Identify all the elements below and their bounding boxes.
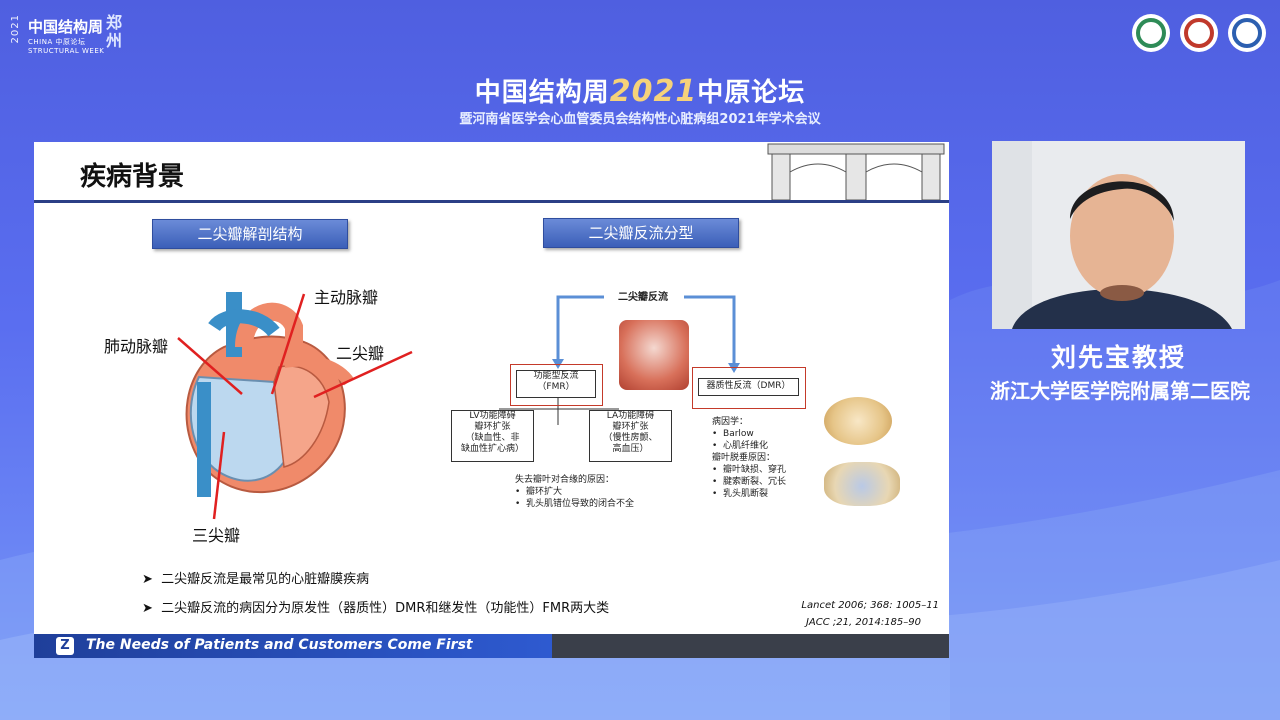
footer-slogan-bar (34, 634, 552, 658)
la-dysfunction-box: LA功能障碍 瓣环扩张 （慢性房颤、 高血压） (589, 410, 672, 462)
prolapse-item: • 乳头肌断裂 (712, 489, 769, 499)
la-box-line: （慢性房颤、 (603, 433, 658, 443)
event-title: 中国结构周2021中原论坛 (0, 72, 1280, 109)
coaptation-item: • 乳头肌错位导致的闭合不全 (515, 499, 635, 509)
bullet-text: 二尖瓣反流的病因分为原发性（器质性）DMR和继发性（功能性）FMR两大类 (161, 601, 610, 616)
speaker-portrait (992, 141, 1245, 329)
fmr-highlight-box (510, 364, 603, 406)
la-box-line: LA功能障碍 (606, 411, 655, 421)
society-logo-red (1180, 14, 1218, 52)
slide-header: 疾病背景 (34, 142, 949, 203)
mitral-valve-photo (619, 320, 689, 390)
anatomy-pointer-lines (177, 293, 413, 520)
company-logo-icon: Z (56, 637, 74, 655)
prolapse-item-text: 瓣叶缺损、穿孔 (723, 465, 787, 475)
speaker-affiliation: 浙江大学医学院附属第二医院 (990, 379, 1250, 403)
fmr-box: 功能型反流 （FMR） (516, 370, 596, 398)
event-title-right: 中原论坛 (697, 78, 806, 108)
slide-title: 疾病背景 (80, 162, 185, 192)
bullet-text: 二尖瓣反流是最常见的心脏瓣膜疾病 (161, 572, 370, 587)
etiology-title: 病因学： (712, 417, 749, 427)
etiology-item: • Barlow (712, 429, 754, 439)
brand-city: 郑州 (106, 13, 123, 50)
label-aortic-valve: 主动脉瓣 (314, 288, 379, 307)
brand-en-line2: STRUCTURAL WEEK (28, 47, 105, 55)
heart-anatomy-illustration (185, 292, 354, 497)
brand-en-line1: CHINA 中原论坛 (28, 38, 86, 46)
valve-photo-top (824, 397, 892, 445)
fmr-line2: （FMR） (537, 382, 575, 392)
label-mitral-valve: 二尖瓣 (336, 344, 385, 363)
prolapse-item: • 瓣叶缺损、穿孔 (712, 465, 787, 475)
lv-dysfunction-box: LV功能障碍 瓣环扩张 （缺血性、非 缺血性扩心病） (451, 410, 534, 462)
brand-year: 2021 (10, 14, 21, 44)
fmr-line1: 功能型反流 (533, 371, 579, 381)
lv-box-line: 瓣环扩张 (474, 422, 511, 432)
label-tricuspid-valve: 三尖瓣 (192, 526, 241, 545)
brand-cn-text: 中国结构周 (28, 18, 104, 36)
prolapse-item: • 腱索断裂、冗长 (712, 477, 787, 487)
prolapse-item-text: 乳头肌断裂 (723, 489, 769, 499)
lv-box-line: LV功能障碍 (469, 411, 516, 421)
footer-slogan: The Needs of Patients and Customers Come… (86, 637, 473, 653)
speaker-name: 刘先宝教授 (1050, 343, 1186, 372)
flow-root-label: 二尖瓣反流 (618, 292, 668, 303)
etiology-item-text: 心肌纤维化 (723, 441, 769, 451)
presentation-slide: 疾病背景 二尖瓣解剖结构 二尖瓣反流分型 主动脉瓣 肺动脉瓣 二尖瓣 三尖瓣 (34, 142, 949, 658)
label-pulmonary-valve: 肺动脉瓣 (104, 337, 169, 356)
anatomy-section-heading: 二尖瓣解剖结构 (152, 219, 348, 249)
gate-illustration (767, 143, 945, 200)
lv-box-line: 缺血性扩心病） (460, 444, 524, 454)
coaptation-item-text: 瓣环扩大 (526, 487, 563, 497)
etiology-item-text: Barlow (723, 429, 754, 439)
bullet-item: ➤ 二尖瓣反流的病因分为原发性（器质性）DMR和继发性（功能性）FMR两大类 (142, 601, 610, 616)
dmr-highlight-box (692, 367, 806, 409)
event-brand-logo: 2021 中国结构周 CHINA 中原论坛 STRUCTURAL WEEK 郑州 (10, 10, 160, 60)
organizer-logos (1132, 14, 1266, 52)
speaker-video (992, 141, 1245, 329)
coaptation-item-text: 乳头肌错位导致的闭合不全 (526, 499, 635, 509)
event-subtitle: 暨河南省医学会心血管委员会结构性心脏病组2021年学术会议 (459, 112, 821, 127)
regurgitation-type-heading: 二尖瓣反流分型 (543, 218, 739, 248)
la-box-line: 瓣环扩张 (612, 422, 649, 432)
event-title-left: 中国结构周 (474, 78, 610, 108)
valve-photo-bottom (824, 462, 900, 506)
regurgitation-flow-arrows (499, 295, 740, 425)
lv-box-line: （缺血性、非 (465, 433, 520, 443)
bullet-item: ➤ 二尖瓣反流是最常见的心脏瓣膜疾病 (142, 572, 370, 587)
dmr-label: 器质性反流（DMR） (706, 381, 791, 391)
prolapse-title: 瓣叶脱垂原因： (712, 453, 776, 463)
la-box-line: 高血压） (612, 444, 649, 454)
etiology-item: • 心肌纤维化 (712, 441, 769, 451)
prolapse-item-text: 腱索断裂、冗长 (723, 477, 787, 487)
society-logo-blue (1228, 14, 1266, 52)
coaptation-item: • 瓣环扩大 (515, 487, 563, 497)
slide-footer: Z The Needs of Patients and Customers Co… (34, 634, 949, 658)
reference-lancet: Lancet 2006; 368: 1005–11 (801, 600, 939, 611)
event-title-year: 2021 (609, 74, 698, 109)
dmr-box: 器质性反流（DMR） (698, 378, 799, 396)
coaptation-title: 失去瓣叶对合缘的原因： (515, 475, 615, 485)
society-logo-green (1132, 14, 1170, 52)
reference-jacc: JACC ;21, 2014:185–90 (805, 617, 921, 628)
